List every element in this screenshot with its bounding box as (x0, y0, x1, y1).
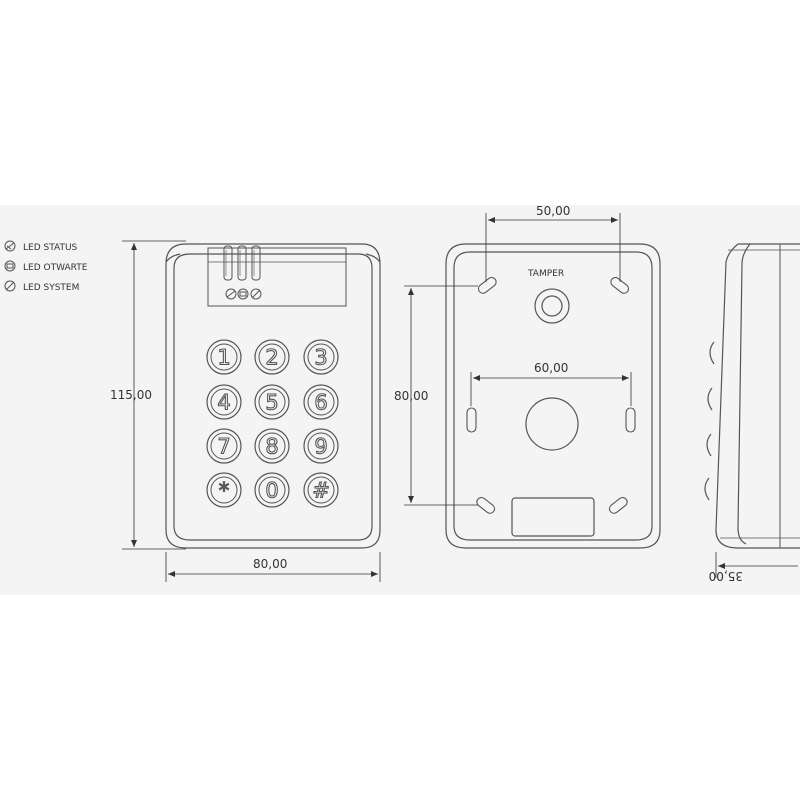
led-system-icon (4, 280, 16, 292)
dim-back-top: 50,00 (536, 204, 570, 218)
dim-back-middle: 60,00 (534, 361, 568, 375)
dim-side-depth: 35,00 (709, 569, 743, 583)
keypad-key-label: 5 (265, 391, 278, 415)
keypad-key: 7 (206, 428, 242, 464)
tamper-switch (534, 288, 570, 324)
mounting-slots (466, 276, 636, 514)
keypad-key-label: 6 (314, 391, 327, 415)
keypad-key-label: 7 (217, 435, 230, 459)
keypad-key-label: 0 (265, 479, 278, 503)
keypad-key-label: 4 (217, 391, 230, 415)
back-dimensions (404, 213, 632, 506)
dim-front-height: 115,00 (110, 388, 152, 402)
tamper-label: TAMPER (527, 269, 564, 279)
keypad-key: * (206, 472, 242, 508)
keypad-key: 8 (254, 428, 290, 464)
keypad: 1 2 3 4 5 6 7 8 9 * 0 # (206, 339, 339, 508)
back-view (445, 243, 661, 549)
keypad-key-label: * (219, 479, 230, 503)
keypad-key: 6 (303, 384, 339, 420)
side-view (704, 243, 800, 549)
keypad-key: 5 (254, 384, 290, 420)
legend-label-status: LED STATUS (23, 243, 78, 253)
label-recess (511, 497, 595, 537)
dim-back-vertical: 80,00 (394, 389, 428, 403)
led-indicators (223, 245, 261, 281)
led-status-icon (4, 240, 16, 252)
cable-hole (525, 397, 579, 451)
legend-label-otwarte: LED OTWARTE (23, 263, 88, 273)
side-dimensions (715, 552, 798, 578)
keypad-key: 9 (303, 428, 339, 464)
keypad-key-label: 8 (265, 435, 278, 459)
keypad-key: 0 (254, 472, 290, 508)
front-dimensions (122, 240, 381, 582)
keypad-key-label: 2 (265, 346, 278, 370)
keypad-key: 4 (206, 384, 242, 420)
keypad-key-label: 3 (314, 346, 327, 370)
front-led-icons (225, 288, 262, 300)
side-key-profiles (704, 341, 715, 501)
keypad-key: 3 (303, 339, 339, 375)
led-legend: LED STATUS LED OTWARTE LED SYSTEM (4, 240, 88, 293)
keypad-key-label: 9 (314, 435, 327, 459)
keypad-key: 2 (254, 339, 290, 375)
led-otwarte-icon (4, 260, 16, 272)
keypad-key: 1 (206, 339, 242, 375)
legend-label-system: LED SYSTEM (23, 283, 79, 293)
keypad-key: # (303, 472, 339, 508)
keypad-key-label: # (312, 479, 330, 503)
keypad-key-label: 1 (217, 346, 230, 370)
dim-front-width: 80,00 (253, 557, 287, 571)
front-view (165, 243, 381, 549)
